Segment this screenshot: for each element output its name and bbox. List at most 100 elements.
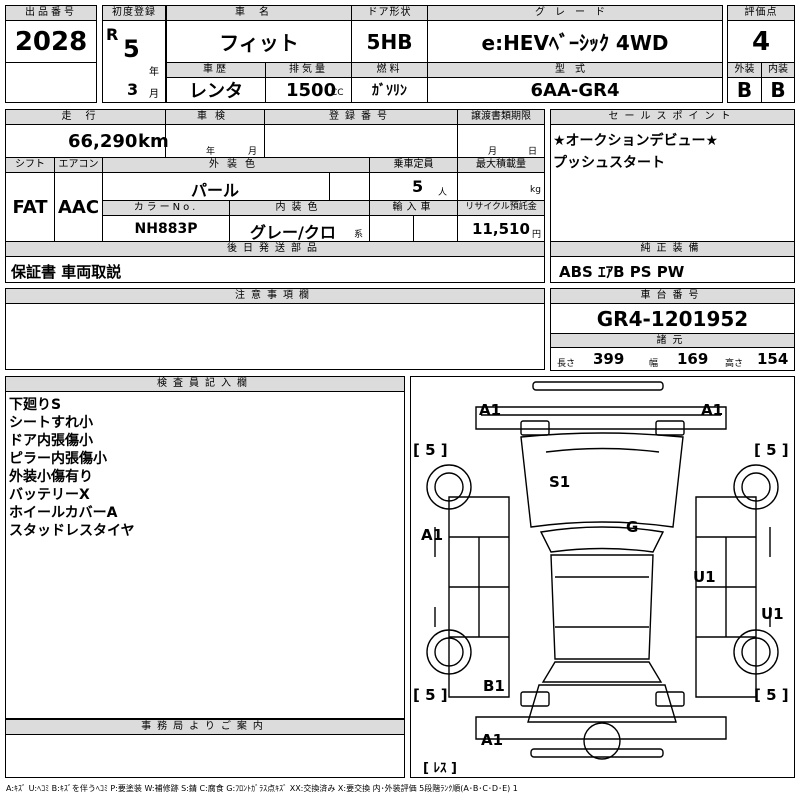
interior-unit: 系 — [354, 230, 364, 240]
door-label: ドア形状 — [351, 5, 428, 21]
inspector-line: 下廻りS — [9, 397, 62, 413]
import-label: 輸入車 — [369, 200, 458, 216]
length-label: 長さ — [557, 359, 576, 369]
interior-color-value: グレー/クロ — [250, 223, 336, 242]
spare-tire — [583, 722, 621, 760]
spare-mark: [ ﾚｽ ] — [423, 761, 457, 776]
damage-mark: B1 — [483, 677, 505, 695]
ext-grade-label: 外装 — [727, 62, 762, 78]
displacement-label: 排気量 — [265, 62, 352, 78]
int-grade-value: B — [761, 77, 795, 103]
yen-unit: 円 — [532, 230, 542, 240]
tire-mark: [ 5 ] — [754, 441, 789, 459]
model-value: 6AA-GR4 — [427, 77, 723, 103]
reg-year: 5 — [123, 35, 140, 63]
transfer-label: 譲渡書類期限 — [457, 109, 545, 125]
tire-front-right — [733, 464, 779, 510]
roof — [550, 554, 654, 660]
inspector-line: シートすれ小 — [9, 415, 93, 431]
displacement-value: 1500 — [286, 80, 337, 101]
recycle-label: リサイクル預託金 — [457, 200, 545, 216]
shift-value: FAT — [5, 172, 55, 242]
interior-color-box: グレー/クロ 系 — [229, 215, 370, 242]
month-unit: 月 — [149, 89, 159, 100]
lot-no-label: 出品番号 — [5, 5, 97, 21]
damage-mark: A1 — [701, 401, 723, 419]
max-load-box: kg — [457, 172, 545, 201]
sales-point-item: ★オークションデビュー★ — [553, 133, 719, 149]
notes-label: 注意事項欄 — [5, 288, 545, 304]
color-value: パール — [191, 181, 240, 200]
door-value: 5HB — [351, 20, 428, 63]
int-grade-label: 内装 — [761, 62, 795, 78]
chassis-number: GR4-1201952 — [550, 303, 795, 334]
inspector-line: ホイールカバーA — [9, 505, 118, 521]
inspection-box: 年 月 — [165, 124, 265, 158]
fuel-label: 燃料 — [351, 62, 428, 78]
inspector-line: ピラー内張傷小 — [9, 451, 107, 467]
front-bumper — [475, 406, 727, 430]
sales-points-label: セールスポイント — [550, 109, 795, 125]
recycle-value: 11,510 — [472, 220, 530, 238]
shift-label: シフト — [5, 157, 55, 173]
rear-bumper — [475, 716, 727, 740]
damage-mark: S1 — [549, 473, 570, 491]
sales-points-box: ★オークションデビュー★ プッシュスタート — [550, 124, 795, 242]
lot-no-value: 2028 — [5, 20, 97, 63]
capacity-label: 乗車定員 — [369, 157, 458, 173]
damage-mark: A1 — [421, 526, 443, 544]
tire-mark: [ 5 ] — [413, 441, 448, 459]
tire-rear-left — [426, 629, 472, 675]
tire-mark: [ 5 ] — [413, 686, 448, 704]
front-bumper-bar — [532, 381, 664, 391]
reg-no-label: 登録番号 — [264, 109, 458, 125]
color-no-value: NH883P — [102, 215, 230, 242]
capacity-value: 5 — [412, 177, 424, 196]
color-box: パール — [102, 172, 370, 201]
windshield — [539, 526, 665, 553]
history-label: 車歴 — [166, 62, 266, 78]
tire-front-left — [426, 464, 472, 510]
year-unit: 年 — [149, 67, 159, 78]
color-no-label: カラーNo. — [102, 200, 230, 216]
dims-box: 長さ 399 幅 169 高さ 154 — [550, 347, 795, 371]
height-label: 高さ — [725, 359, 744, 369]
era: R — [106, 25, 119, 44]
rear-glass — [541, 661, 663, 683]
transfer-month-unit: 月 — [488, 147, 498, 157]
mileage-label: 走行 — [5, 109, 166, 125]
lot-no-blank — [5, 62, 97, 103]
cc-unit: CC — [331, 88, 344, 98]
first-reg-label: 初度登録 — [102, 5, 166, 21]
dims-label: 諸元 — [550, 333, 795, 348]
history-value: レンタ — [166, 77, 266, 103]
trunk — [527, 684, 677, 723]
inspector-box: 下廻りS シートすれ小 ドア内張傷小 ピラー内張傷小 外装小傷有り バッテリーX… — [5, 391, 405, 719]
import-box — [369, 215, 458, 242]
color-label: 外装色 — [102, 157, 370, 173]
inspection-label: 車検 — [165, 109, 265, 125]
person-unit: 人 — [438, 188, 448, 198]
score-value: 4 — [727, 20, 795, 63]
insp-year-unit: 年 — [206, 147, 216, 157]
ext-grade-value: B — [727, 77, 762, 103]
office-label: 事務局よりご案内 — [5, 719, 405, 735]
inspector-line: ドア内張傷小 — [9, 433, 93, 449]
inspector-line: 外装小傷有り — [9, 469, 93, 485]
car-name-label: 車名 — [166, 5, 352, 21]
damage-mark: G — [626, 518, 638, 536]
legend-text: A:ｷｽﾞ U:ﾍｺﾐ B:ｷｽﾞを伴うﾍｺﾐ P:要塗装 W:補修跡 S:錆 … — [6, 784, 518, 793]
ac-value: AAC — [54, 172, 103, 242]
car-diagram-frame: A1 A1 S1 G A1 U1 U1 B1 A1 [ 5 ] [ 5 ] [ … — [410, 376, 795, 778]
inspector-line: バッテリーX — [9, 487, 90, 503]
later-parts-box: 保証書 車両取説 — [5, 256, 545, 283]
inspector-label: 検査員記入欄 — [5, 376, 405, 392]
transfer-box: 月 日 — [457, 124, 545, 158]
equipment-label: 純正装備 — [550, 241, 795, 257]
tire-rear-right — [733, 629, 779, 675]
chassis-label: 車台番号 — [550, 288, 795, 304]
km-unit: km — [138, 131, 169, 152]
interior-color-label: 内装色 — [229, 200, 370, 216]
grade-label: グレード — [427, 5, 723, 21]
reg-no-box — [264, 124, 458, 158]
